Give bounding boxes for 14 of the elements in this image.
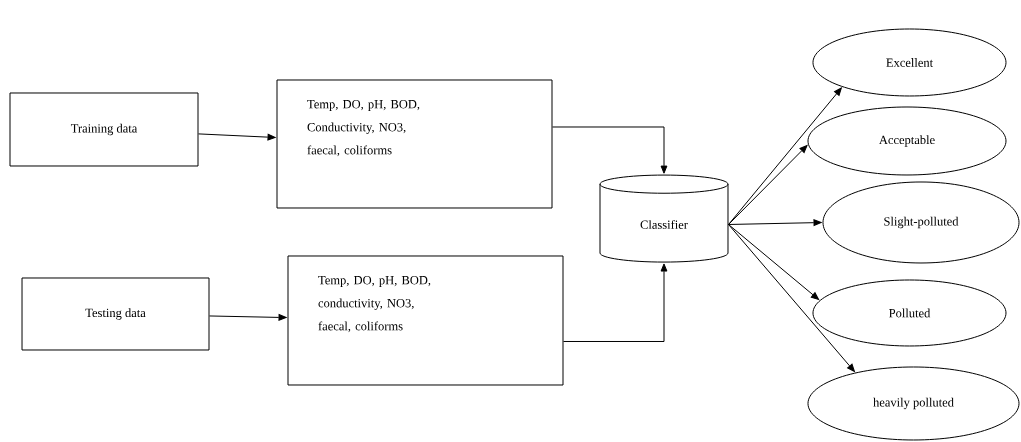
arrow [552, 126, 668, 174]
arrow [728, 87, 842, 225]
arrow [728, 219, 822, 227]
parameter-box: Temp, DO, pH, BOD, conductivity, NO3, faecal, coliforms [287, 255, 564, 386]
parameter-box: Temp, DO, pH, BOD, Conductivity, NO3, faecal, coliforms [276, 79, 553, 209]
arrow [563, 263, 668, 342]
arrow [198, 133, 276, 141]
arrow [209, 314, 287, 321]
arrow [728, 144, 808, 225]
arrow [728, 224, 855, 372]
process-box: Testing data [21, 277, 210, 351]
classifier-cylinder: Classifier [599, 174, 729, 263]
process-box: Training data [9, 92, 199, 167]
arrow [728, 224, 820, 300]
